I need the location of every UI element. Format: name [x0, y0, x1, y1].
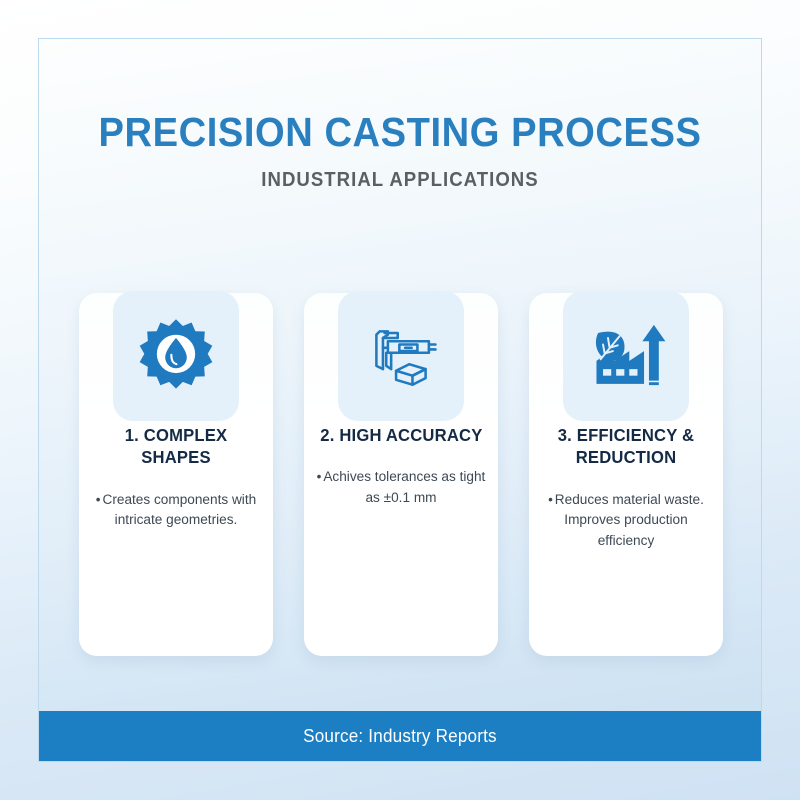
eco-factory-growth-icon: [585, 315, 667, 397]
page-subtitle: INDUSTRIAL APPLICATIONS: [261, 169, 539, 192]
page-title: PRECISION CASTING PROCESS: [98, 109, 702, 155]
card-title: 2. HIGH ACCURACY: [319, 425, 483, 445]
bullet-marker: •: [95, 491, 103, 508]
cards-row: 1. COMPLEX SHAPES •Creates components wi…: [79, 291, 723, 656]
icon-tile: [338, 291, 464, 421]
card-efficiency-reduction[interactable]: 3. EFFICIENCY & REDUCTION •Reduces mater…: [529, 291, 723, 656]
header: PRECISION CASTING PROCESS INDUSTRIAL APP…: [39, 109, 761, 192]
source-label: Source: Industry Reports: [303, 725, 497, 746]
bullet-marker: •: [548, 491, 555, 508]
card-body: •Achives tolerances as tight as ±0.1 mm: [308, 467, 494, 508]
content-frame: PRECISION CASTING PROCESS INDUSTRIAL APP…: [38, 38, 762, 762]
bullet-marker: •: [316, 469, 324, 486]
icon-tile: [113, 291, 239, 421]
gear-droplet-icon: [136, 316, 216, 396]
card-complex-shapes[interactable]: 1. COMPLEX SHAPES •Creates components wi…: [79, 291, 273, 656]
card-body-text: Reduces material waste. Improves product…: [554, 491, 704, 549]
card-title: 3. EFFICIENCY & REDUCTION: [557, 425, 695, 468]
icon-tile: [563, 291, 689, 421]
card-title: 1. COMPLEX SHAPES: [124, 425, 228, 468]
card-body: •Creates components with intricate geome…: [83, 490, 269, 531]
card-high-accuracy[interactable]: 2. HIGH ACCURACY •Achives tolerances as …: [304, 291, 498, 656]
card-body: •Reduces material waste. Improves produc…: [533, 490, 719, 552]
card-body-text: Creates components with intricate geomet…: [102, 491, 257, 529]
caliper-measure-icon: [360, 315, 442, 397]
source-footer-bar: Source: Industry Reports: [39, 711, 761, 761]
card-body-text: Achives tolerances as tight as ±0.1 mm: [323, 469, 486, 506]
